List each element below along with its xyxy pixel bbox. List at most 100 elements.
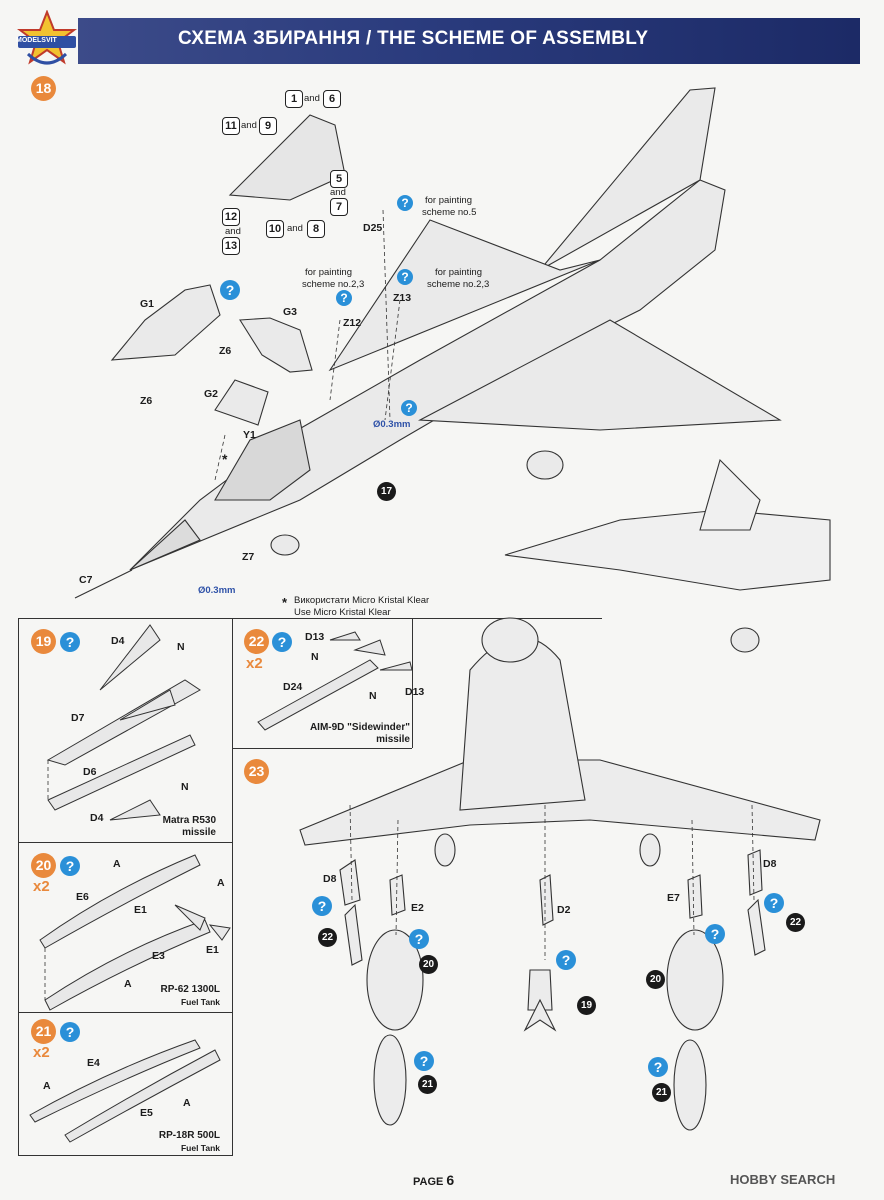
part-11: 11 [222, 117, 240, 135]
part-z12: Z12 [343, 317, 362, 329]
step-22-badge: 22 [244, 629, 269, 654]
paint-note: scheme no.2,3 [427, 279, 490, 290]
part-d4: D4 [90, 812, 104, 824]
help-icon: ? [556, 950, 576, 970]
multiplier: x2 [33, 1044, 50, 1061]
help-icon: ? [60, 856, 80, 876]
part-d7: D7 [71, 712, 85, 724]
part-y1: Y1 [243, 429, 256, 441]
part-n: N [181, 781, 189, 793]
part-d4: D4 [111, 635, 125, 647]
step-ref-20: 20 [419, 955, 438, 974]
page-number: PAGE 6 [413, 1172, 454, 1188]
and-label: and [225, 226, 241, 237]
paint-note: scheme no.2,3 [302, 279, 365, 290]
help-icon: ? [409, 929, 429, 949]
part-n: N [177, 641, 185, 653]
step-ref-21: 21 [418, 1075, 437, 1094]
part-a: A [217, 877, 225, 889]
part-e6: E6 [76, 891, 89, 903]
caption-line2: Fuel Tank [180, 997, 220, 1007]
dimension-label: Ø0.3mm [373, 419, 411, 430]
paint-note: for painting [435, 267, 483, 278]
help-icon: ? [401, 400, 417, 416]
logo-text: MODELSVIT [16, 37, 57, 44]
caption: RP-62 1300L Fuel Tank [120, 984, 220, 1009]
help-icon: ? [648, 1057, 668, 1077]
part-8: 8 [307, 220, 325, 238]
part-c7: C7 [79, 574, 93, 586]
help-icon: ? [60, 1022, 80, 1042]
part-e4: E4 [87, 1057, 100, 1069]
divider [232, 748, 412, 750]
divider [18, 618, 20, 1156]
caption: RP-18R 500L Fuel Tank [120, 1130, 220, 1155]
divider [412, 618, 414, 748]
part-n: N [369, 690, 377, 702]
page-label: PAGE [413, 1176, 444, 1188]
paint-note: scheme no.5 [422, 207, 477, 218]
watermark: HOBBY SEARCH [730, 1172, 836, 1187]
part-z13: Z13 [393, 292, 412, 304]
part-d6: D6 [83, 766, 97, 778]
step-ref-19: 19 [577, 996, 596, 1015]
part-e3: E3 [152, 950, 165, 962]
and-label: and [330, 187, 346, 198]
caption-line2: missile [376, 734, 410, 745]
help-icon: ? [397, 269, 413, 285]
page-title: СХЕМА ЗБИРАННЯ / THE SCHEME OF ASSEMBLY [178, 28, 649, 49]
divider [18, 842, 232, 844]
help-icon: ? [60, 632, 80, 652]
part-a: A [113, 858, 121, 870]
part-e1: E1 [134, 904, 147, 916]
part-a: A [124, 978, 132, 990]
step-ref-17: 17 [377, 482, 396, 501]
caption-line1: RP-62 1300L [160, 984, 220, 995]
part-12: 12 [222, 208, 240, 226]
caption: Matra R530 missile [130, 815, 216, 839]
part-d13: D13 [405, 686, 425, 698]
part-g1: G1 [140, 298, 155, 310]
caption-line2: missile [182, 827, 216, 838]
help-icon: ? [312, 896, 332, 916]
caption-line1: RP-18R 500L [158, 1130, 220, 1141]
multiplier: x2 [246, 655, 263, 672]
paint-note: for painting [425, 195, 473, 206]
caption-line1: Matra R530 [162, 815, 216, 826]
help-icon: ? [414, 1051, 434, 1071]
part-z6: Z6 [140, 395, 153, 407]
part-a: A [183, 1097, 191, 1109]
part-d2: D2 [557, 904, 571, 916]
caption: AIM-9D "Sidewinder" missile [290, 722, 410, 746]
part-e1: E1 [206, 944, 219, 956]
part-e5: E5 [140, 1107, 153, 1119]
step-ref-22: 22 [318, 928, 337, 947]
and-label: and [287, 223, 303, 234]
help-icon: ? [336, 290, 352, 306]
help-icon: ? [705, 924, 725, 944]
part-d24: D24 [283, 681, 303, 693]
part-e2: E2 [411, 902, 424, 914]
step-18-badge: 18 [31, 76, 56, 101]
multiplier: x2 [33, 878, 50, 895]
part-z6: Z6 [219, 345, 232, 357]
note-ua: Використати Micro Kristal Klear [294, 595, 430, 606]
star-mark: * [222, 451, 228, 467]
caption-line2: Fuel Tank [180, 1143, 220, 1153]
part-9: 9 [259, 117, 277, 135]
help-icon: ? [764, 893, 784, 913]
help-icon: ? [397, 195, 413, 211]
part-1: 1 [285, 90, 303, 108]
step-ref-20: 20 [646, 970, 665, 989]
part-d25: D25 [363, 222, 383, 234]
part-13: 13 [222, 237, 240, 255]
divider [18, 618, 602, 620]
divider [18, 1012, 232, 1014]
step-19-badge: 19 [31, 629, 56, 654]
part-6: 6 [323, 90, 341, 108]
part-7: 7 [330, 198, 348, 216]
part-g2: G2 [204, 388, 219, 400]
step-20-badge: 20 [31, 853, 56, 878]
part-10: 10 [266, 220, 284, 238]
